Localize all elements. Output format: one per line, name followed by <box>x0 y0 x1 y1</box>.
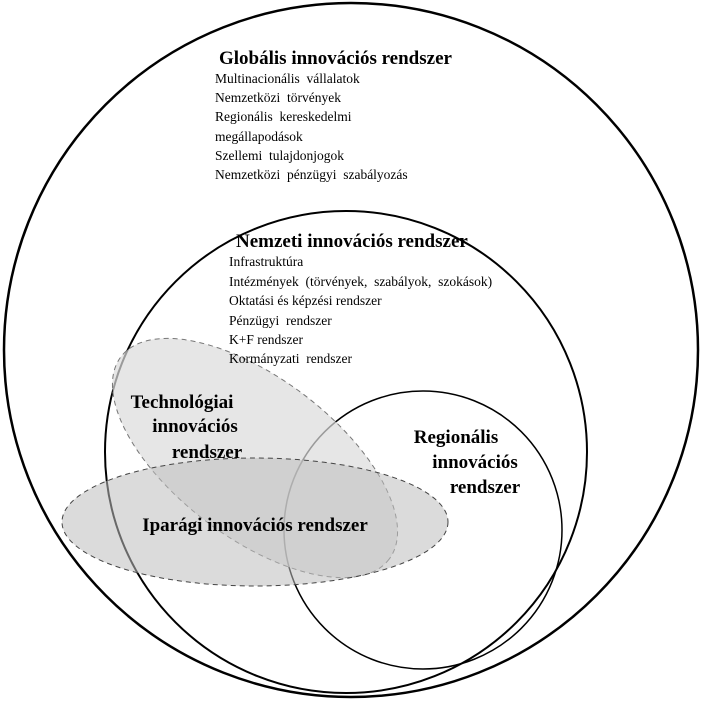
national-item: Pénzügyi rendszer <box>229 313 332 328</box>
technological-label-line: Technológiai <box>131 392 234 413</box>
regional-label-line: innovációs <box>432 452 518 473</box>
global-item: Regionális kereskedelmi <box>215 109 352 124</box>
global-system-items: Multinacionális vállalatok Nemzetközi tö… <box>215 71 408 182</box>
national-item: Kormányzati rendszer <box>229 351 352 366</box>
national-system-circle <box>104 210 588 694</box>
global-item: Szellemi tulajdonjogok <box>215 148 344 163</box>
regional-label-line: Regionális <box>414 427 498 448</box>
regional-label-line: rendszer <box>450 477 521 498</box>
national-item: Intézmények (törvények, szabályok, szoká… <box>229 274 492 289</box>
regional-system-label: Regionális innovációs rendszer <box>414 427 521 498</box>
sectoral-system-ellipse <box>61 457 449 587</box>
national-system-items: Infrastruktúra Intézmények (törvények, s… <box>229 254 492 366</box>
global-item: megállapodások <box>215 129 303 144</box>
technological-system-label: Technológiai innovációs rendszer <box>131 392 243 463</box>
sectoral-system-label: Iparági innovációs rendszer <box>142 515 368 536</box>
technological-label-line: innovációs <box>152 416 238 437</box>
national-item: K+F rendszer <box>229 332 303 347</box>
global-item: Nemzetközi törvények <box>215 90 341 105</box>
technological-label-line: rendszer <box>172 442 243 463</box>
national-item: Infrastruktúra <box>229 254 303 269</box>
global-item: Multinacionális vállalatok <box>215 71 360 86</box>
global-system-title: Globális innovációs rendszer <box>219 48 453 69</box>
global-item: Nemzetközi pénzügyi szabályozás <box>215 167 408 182</box>
national-system-title: Nemzeti innovációs rendszer <box>236 231 468 252</box>
national-item: Oktatási és képzési rendszer <box>229 293 382 308</box>
